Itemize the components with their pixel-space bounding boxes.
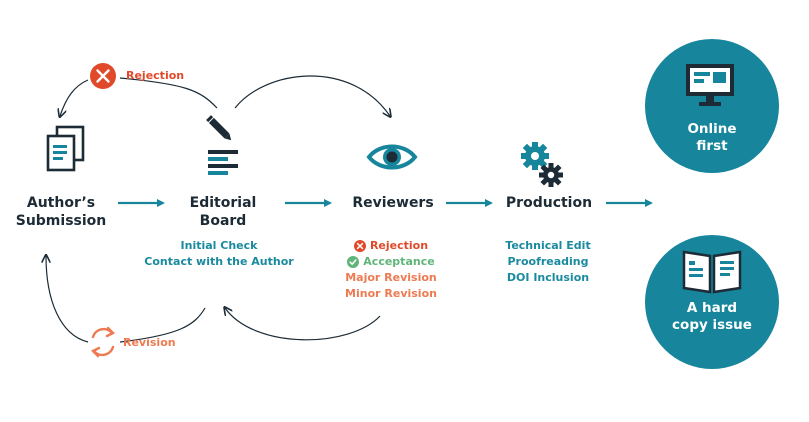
outcome-acceptance-label: Acceptance [363,255,435,268]
stage-production: Production [505,195,593,211]
hard-copy-label: A hard copy issue [652,300,772,334]
production-detail-technical-edit: Technical Edit [505,239,591,252]
rejection-x-icon [90,63,116,89]
acceptance-check-icon [347,256,360,268]
production-detail-doi: DOI Inclusion [506,271,590,284]
eye-icon [366,144,418,170]
online-first-line2: first [696,138,728,154]
stage-author-submission: Author’s Submission [0,194,136,230]
pencil-document-icon [206,115,238,175]
gears-icon [521,142,563,187]
curve-reviewers-back-to-editorial [225,308,381,341]
stage-reviewers: Reviewers [352,195,434,211]
outcome-acceptance: Acceptance [296,254,486,270]
hard-copy-circle [645,235,779,369]
loop-revision-label: Revision [123,336,176,349]
open-book-icon [682,250,742,294]
editorial-detail-contact-author: Contact with the Author [144,255,294,268]
curve-rejection-to-submission [60,79,89,116]
hard-copy-line1: A hard [686,300,738,316]
stage-editorial-line2: Board [199,213,247,229]
hard-copy-line2: copy issue [672,317,752,333]
stage-submission-line2: Submission [15,213,107,229]
loop-rejection-label: Rejection [126,69,185,82]
production-detail-proofreading: Proofreading [507,255,589,268]
documents-icon [46,125,85,172]
rejection-small-x-icon [353,240,366,252]
production-details: Technical Edit Proofreading DOI Inclusio… [453,238,643,286]
online-first-label: Online first [652,121,772,155]
curve-editorial-to-revision [119,307,206,343]
editorial-detail-initial-check: Initial Check [180,239,258,252]
curve-editorial-to-reviewers [234,75,390,116]
monitor-icon [686,64,734,106]
outcome-rejection-label: Rejection [369,239,429,252]
stage-editorial-board: Editorial Board [148,194,298,230]
editorial-details: Initial Check Contact with the Author [124,238,314,270]
curve-revision-to-submission [46,256,89,343]
stage-submission-line1: Author’s [26,195,96,211]
outcome-rejection: Rejection [296,238,486,254]
revision-cycle-icon [90,326,116,358]
outcome-minor-revision: Minor Revision [345,287,437,300]
stage-editorial-line1: Editorial [189,195,257,211]
online-first-line1: Online [687,121,737,137]
reviewer-outcomes: Rejection Acceptance Major Revision Mino… [296,238,486,302]
curve-editorial-to-rejection [119,77,218,109]
outcome-major-revision: Major Revision [345,271,437,284]
